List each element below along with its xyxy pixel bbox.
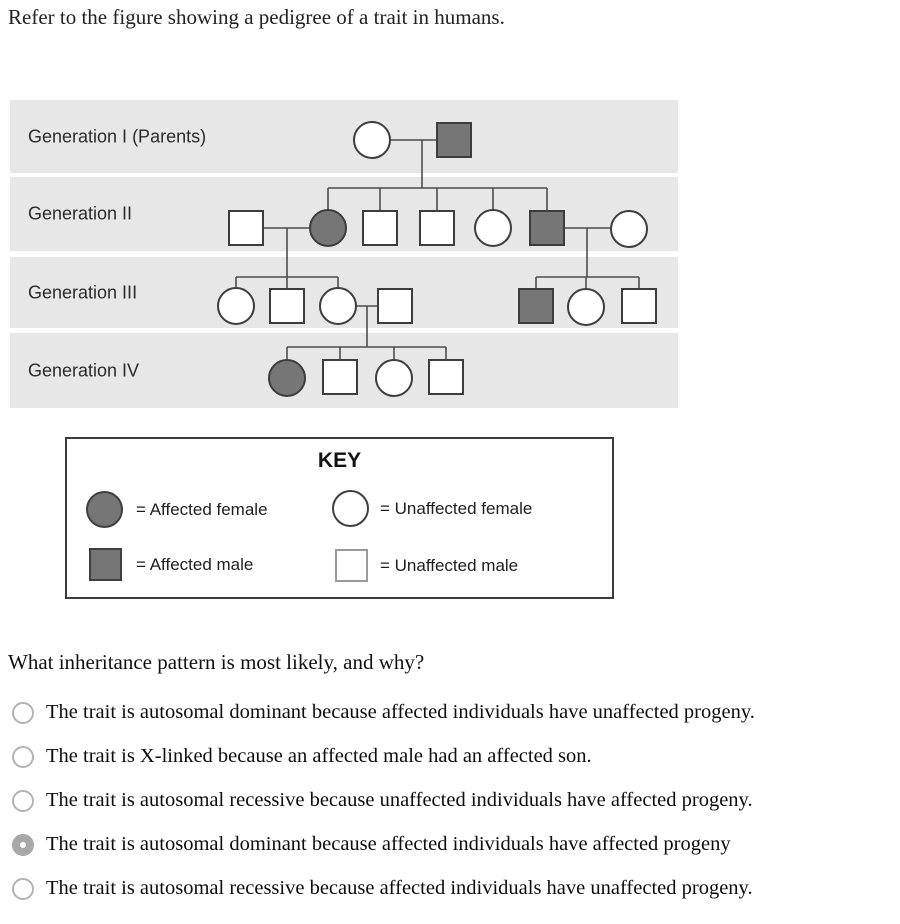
- generation-label-2: Generation II: [28, 203, 133, 224]
- individual-IV-5-unaffected: [428, 359, 464, 395]
- option-2[interactable]: The trait is X-linked because an affecte…: [12, 742, 755, 771]
- individual-III-2-unaffected: [269, 288, 305, 324]
- individual-IV-3-unaffected: [375, 359, 413, 397]
- individual-I-1-unaffected: [353, 121, 391, 159]
- individual-II-5-unaffected: [474, 209, 512, 247]
- generation-label-1: Generation I (Parents): [28, 126, 207, 146]
- generation-band-2: Generation II: [10, 177, 678, 251]
- generation-band-1: Generation I (Parents): [10, 100, 678, 173]
- key-label-affected-male: = Affected male: [136, 555, 254, 574]
- generation-label-4: Generation IV: [28, 360, 140, 380]
- unaffected-male-icon: [335, 549, 368, 582]
- unaffected-female-icon: [332, 490, 369, 527]
- individual-IV-4-unaffected: [621, 288, 657, 324]
- option-5[interactable]: The trait is autosomal recessive because…: [12, 874, 755, 903]
- individual-II-7-unaffected: [610, 210, 648, 248]
- option-2-label: The trait is X-linked because an affecte…: [46, 745, 592, 767]
- option-4[interactable]: The trait is autosomal dominant because …: [12, 830, 755, 859]
- radio-button-3[interactable]: [12, 789, 34, 812]
- radio-button-1[interactable]: [12, 701, 34, 724]
- individual-II-3-unaffected: [362, 210, 398, 246]
- individual-IV-1-affected: [268, 359, 306, 397]
- radio-button-5[interactable]: [12, 877, 34, 900]
- individual-III-6-unaffected: [567, 288, 605, 326]
- individual-III-3-unaffected: [319, 287, 357, 325]
- key-label-unaffected-male: = Unaffected male: [380, 556, 519, 575]
- instruction-text: Refer to the figure showing a pedigree o…: [8, 5, 505, 29]
- generation-label-3: Generation III: [28, 282, 138, 302]
- individual-IV-2-unaffected: [322, 359, 358, 395]
- individual-III-1-unaffected: [217, 287, 255, 325]
- options-list: The trait is autosomal dominant because …: [12, 698, 755, 903]
- radio-button-2[interactable]: [12, 745, 34, 768]
- individual-I-2-affected: [436, 122, 472, 158]
- individual-III-4-unaffected: [377, 288, 413, 324]
- option-3-label: The trait is autosomal recessive because…: [46, 789, 753, 811]
- affected-female-icon: [86, 491, 123, 528]
- key-title: KEY: [317, 449, 362, 472]
- individual-II-4-unaffected: [419, 210, 455, 246]
- pedigree-svg: [217, 121, 657, 397]
- option-1-label: The trait is autosomal dominant because …: [46, 701, 755, 723]
- option-4-label: The trait is autosomal dominant because …: [46, 833, 731, 855]
- key-label-unaffected-female: = Unaffected female: [380, 499, 533, 518]
- individual-II-2-affected: [309, 209, 347, 247]
- option-1[interactable]: The trait is autosomal dominant because …: [12, 698, 755, 727]
- key-box: KEY = Affected female = Unaffected femal…: [65, 437, 614, 599]
- radio-button-4[interactable]: [12, 833, 34, 856]
- individual-II-6-affected: [529, 210, 565, 246]
- option-5-label: The trait is autosomal recessive because…: [46, 877, 753, 899]
- individual-II-1-unaffected: [228, 210, 264, 246]
- individual-III-5-affected: [518, 288, 554, 324]
- affected-male-icon: [89, 548, 122, 581]
- key-label-affected-female: = Affected female: [136, 500, 268, 519]
- option-3[interactable]: The trait is autosomal recessive because…: [12, 786, 755, 815]
- question-text: What inheritance pattern is most likely,…: [8, 650, 425, 674]
- pedigree-figure: Generation I (Parents) Generation II Gen…: [10, 100, 678, 408]
